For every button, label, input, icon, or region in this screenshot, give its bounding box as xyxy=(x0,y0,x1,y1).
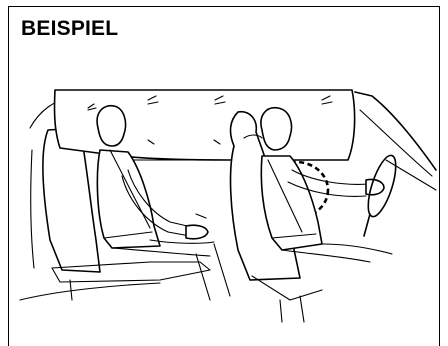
airbag-illustration xyxy=(0,0,448,341)
